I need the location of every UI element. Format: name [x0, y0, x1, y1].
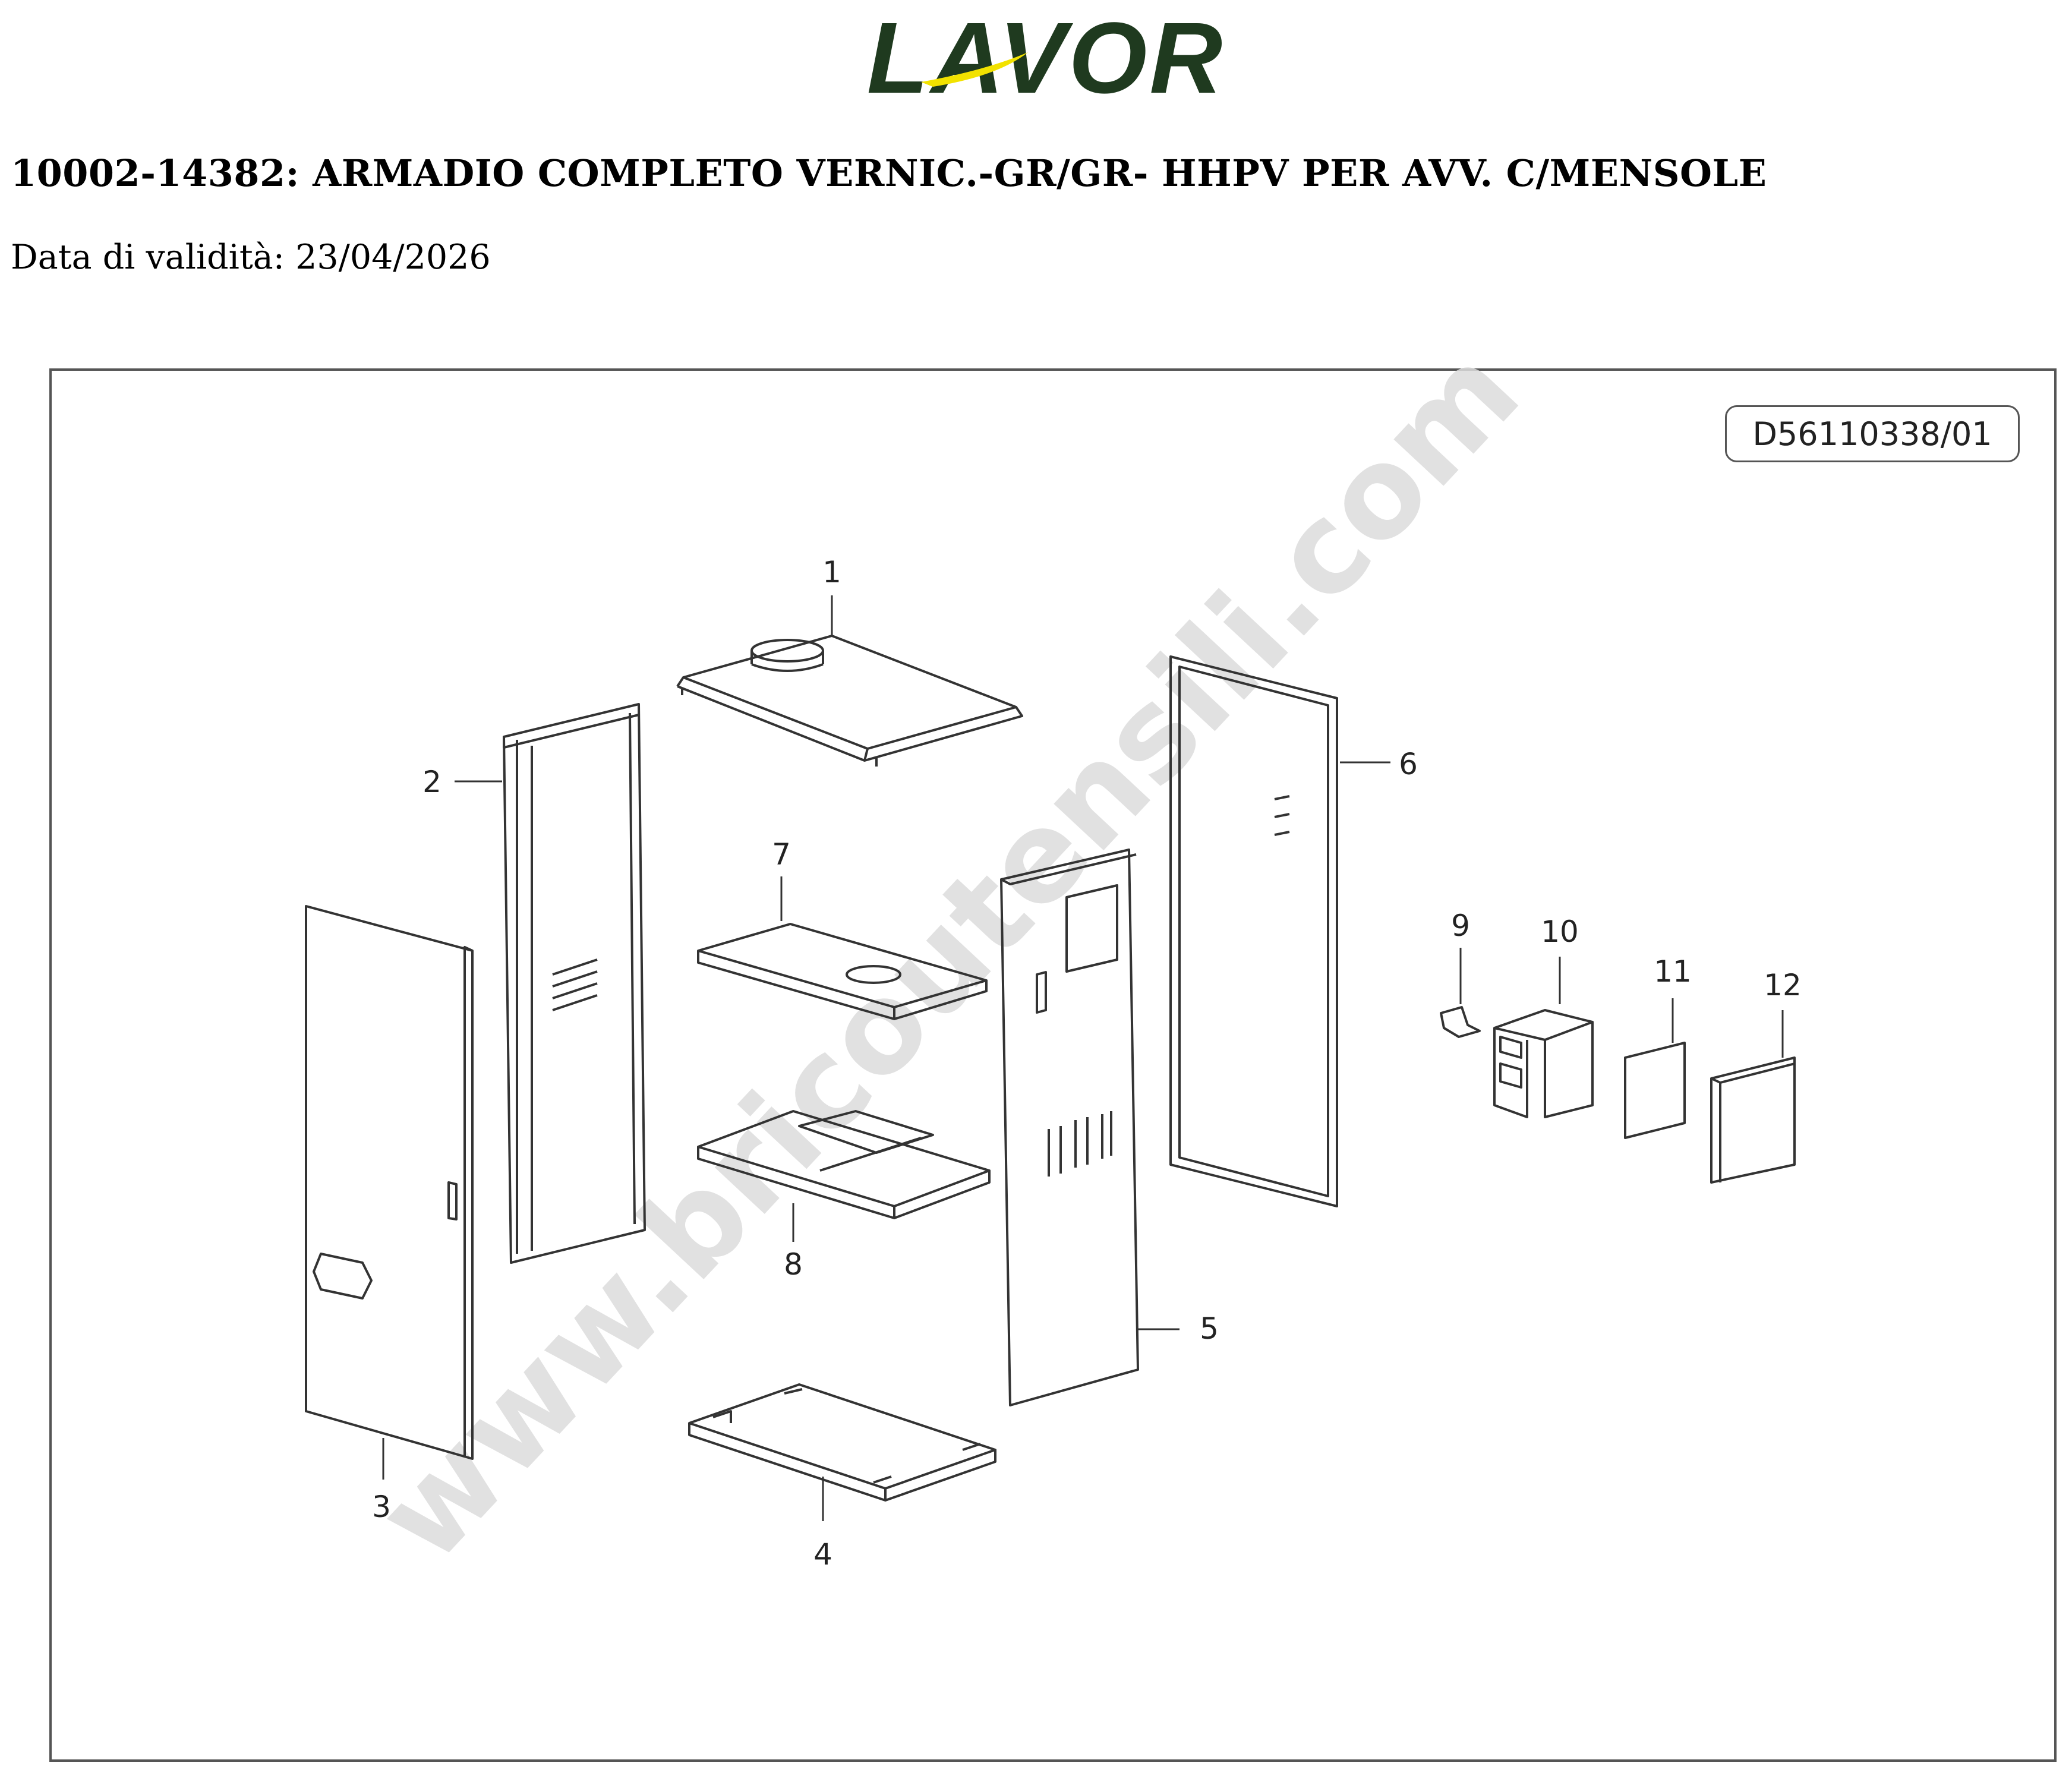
lavor-logo: LAVOR: [867, 11, 1225, 106]
callout-6: 6: [1399, 747, 1418, 781]
callout-numbers: 1 2 3 4 5 6 7 8 9 10 11 12: [372, 555, 1802, 1572]
part-9-bracket: [1440, 1006, 1481, 1038]
part-7-shelf: [697, 923, 988, 1020]
callout-3: 3: [372, 1490, 391, 1524]
callout-1: 1: [822, 555, 841, 589]
part-1-top-panel: [676, 635, 1023, 767]
callout-4: 4: [813, 1537, 832, 1572]
callout-11: 11: [1654, 954, 1692, 989]
callout-10: 10: [1541, 914, 1579, 949]
logo-swoosh-icon: [921, 52, 1028, 87]
part-8-frame-shelf: [697, 1110, 991, 1219]
validity-date: 23/04/2026: [295, 238, 491, 277]
part-11-plate: [1624, 1042, 1686, 1139]
callout-12: 12: [1764, 968, 1802, 1002]
callout-8: 8: [784, 1247, 803, 1282]
callout-7: 7: [772, 837, 791, 872]
callout-5: 5: [1200, 1311, 1219, 1346]
validity-label: Data di validità:: [11, 238, 285, 277]
part-5-back-panel: [1000, 849, 1139, 1406]
lavor-logo-text: LAVOR: [867, 11, 1225, 106]
part-10-electrical-box: [1493, 1009, 1594, 1118]
leader-lines: [382, 595, 1784, 1521]
part-3-door: [305, 905, 474, 1460]
part-12-cover-box: [1710, 1056, 1796, 1184]
callout-2: 2: [422, 765, 441, 799]
drawing-code-label: D56110338/01: [1725, 405, 2020, 462]
page-title: 10002-14382: ARMADIO COMPLETO VERNIC.-GR…: [11, 152, 1767, 195]
callout-9: 9: [1451, 909, 1470, 943]
part-6-door-frame: [1169, 655, 1338, 1207]
part-2-side-frame: [503, 703, 646, 1264]
part-4-base: [688, 1383, 996, 1502]
validity-line: Data di validità: 23/04/2026: [11, 238, 491, 277]
watermark-text: www.bricoutensili.com: [349, 319, 1547, 1589]
drawing-frame: [49, 368, 2057, 1762]
